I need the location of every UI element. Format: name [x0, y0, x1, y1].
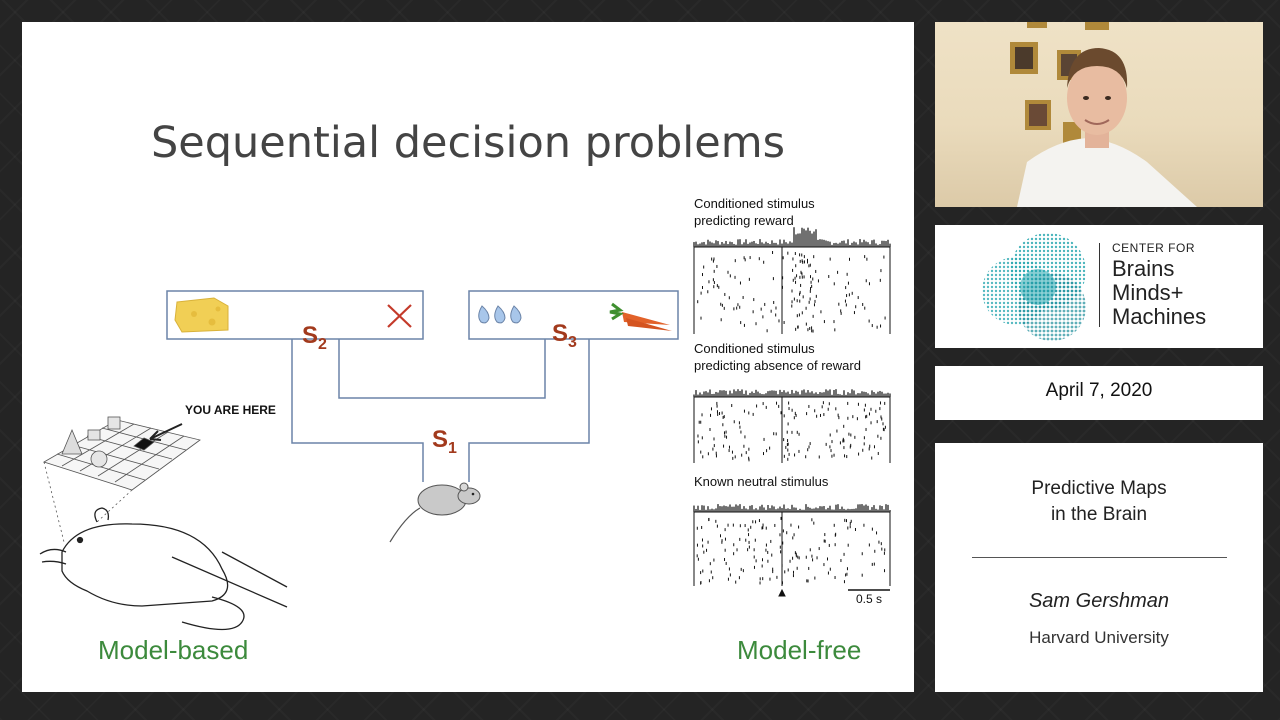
state-label-s3: S3	[552, 320, 577, 351]
speaker-video-feed	[935, 22, 1263, 207]
speaker-affiliation: Harvard University	[1029, 628, 1169, 647]
cbmm-logo-icon	[982, 233, 1086, 341]
talk-info-divider	[972, 557, 1227, 558]
outcome-box-right	[468, 290, 679, 340]
grid-map-icon	[43, 416, 201, 543]
raster-plot-2	[693, 389, 891, 463]
carrot-icon	[609, 302, 672, 331]
slide-title: Sequential decision problems	[150, 118, 786, 168]
outcome-box-left	[166, 290, 424, 340]
decision-tree-diagram	[39, 290, 679, 631]
raster-scale-bar	[778, 588, 890, 597]
cheese-icon	[174, 297, 229, 333]
rat-illustration	[39, 507, 288, 631]
raster-plot-3	[693, 504, 891, 586]
caption-model-based: Model-based	[98, 635, 249, 665]
mouse-icon	[389, 482, 481, 543]
scale-bar-label: 0.5 s	[856, 592, 883, 606]
talk-date: April 7, 2020	[1045, 380, 1153, 401]
cross-icon	[387, 304, 412, 328]
you-are-here-label: YOU ARE HERE	[185, 403, 276, 417]
cbmm-logo-text: CENTER FOR Brains Minds+ Machines	[1112, 241, 1207, 329]
speaker-name: Sam Gershman	[1028, 590, 1170, 612]
date-panel	[935, 366, 1263, 420]
raster-label-neutral: Known neutral stimulus	[694, 474, 829, 489]
spike-raster-plots	[693, 227, 891, 597]
talk-title: Predictive Maps in the Brain	[1031, 478, 1167, 525]
presentation-slide: Sequential decision problems	[22, 22, 914, 692]
caption-model-free: Model-free	[737, 635, 862, 665]
raster-plot-1	[693, 227, 891, 334]
state-label-s1: S1	[432, 426, 457, 457]
talk-info-panel	[935, 443, 1263, 692]
cbmm-logo-divider	[1099, 243, 1100, 327]
state-label-s2: S2	[302, 322, 327, 353]
water-drops-icon	[478, 305, 522, 324]
speaker-video-illustration	[1010, 22, 1197, 207]
